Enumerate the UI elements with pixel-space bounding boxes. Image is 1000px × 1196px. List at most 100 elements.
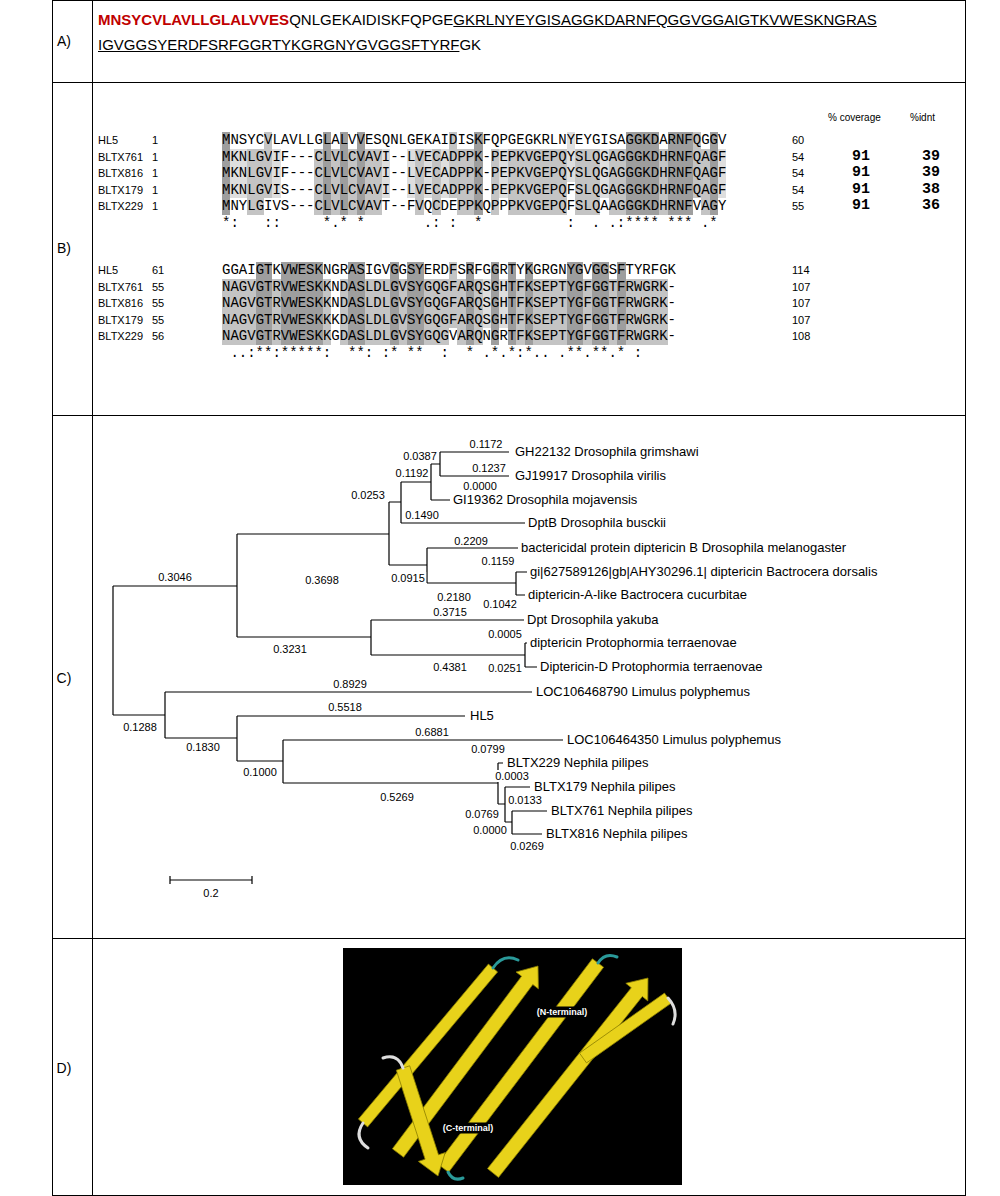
branch-length: 0.3698 xyxy=(304,574,340,586)
residue: G xyxy=(390,328,398,345)
residue: V xyxy=(264,182,272,199)
residue: S xyxy=(306,295,314,312)
residue: S xyxy=(575,198,583,215)
residue: Q xyxy=(592,165,600,182)
residue: F xyxy=(617,312,625,329)
residue: C xyxy=(256,132,264,149)
residue: N xyxy=(222,295,230,312)
residue: G xyxy=(634,182,642,199)
residue: H xyxy=(659,198,667,215)
taxon-label: GI19362 Drosophila mojavensis xyxy=(453,493,637,507)
residue: E xyxy=(499,165,507,182)
residue: G xyxy=(617,198,625,215)
residue: H xyxy=(499,279,507,296)
consensus-line: *: :: *.* * .: : * : . .:**** *** .* xyxy=(222,215,718,232)
table-value: 39 xyxy=(922,165,940,182)
residue: - xyxy=(298,182,306,199)
residue: R xyxy=(499,262,507,279)
residue: Q xyxy=(424,198,432,215)
residue: V xyxy=(247,312,255,329)
residue: Y xyxy=(567,132,575,149)
residue: S xyxy=(281,182,289,199)
residue: G xyxy=(491,312,499,329)
tree-branch xyxy=(113,692,563,834)
branch-length: 0.3715 xyxy=(432,606,468,618)
residue: D xyxy=(651,165,659,182)
residue: G xyxy=(710,165,718,182)
residue: R xyxy=(668,182,676,199)
residue: G xyxy=(314,132,322,149)
branch-length: 0.0799 xyxy=(470,743,506,755)
residue: G xyxy=(508,132,516,149)
residue: F xyxy=(617,262,625,279)
beta-strand xyxy=(488,978,649,1177)
residue: I xyxy=(272,182,280,199)
alignment-label: 54 xyxy=(792,182,804,199)
residue: Q xyxy=(558,165,566,182)
taxon-label: Dpt Drosophila yakuba xyxy=(527,613,659,627)
residue: R xyxy=(626,328,634,345)
residue: Q xyxy=(693,132,701,149)
residue: K xyxy=(474,165,482,182)
residue: P xyxy=(457,182,465,199)
residue: K xyxy=(323,328,331,345)
sequence-text: QNLGEKAIDISKFQPGE xyxy=(289,11,453,28)
residue: P xyxy=(508,165,516,182)
residue: - xyxy=(306,198,314,215)
residue: - xyxy=(668,328,676,345)
residue: A xyxy=(365,165,373,182)
residue: - xyxy=(390,182,398,199)
residue: N xyxy=(222,328,230,345)
residue: Q xyxy=(474,295,482,312)
residue: G xyxy=(399,262,407,279)
residue: R xyxy=(466,312,474,329)
residue: M xyxy=(222,165,230,182)
taxon-label: diptericin Protophormia terraenovae xyxy=(530,636,737,650)
residue: Y xyxy=(415,262,423,279)
residue: - xyxy=(289,182,297,199)
residue: D xyxy=(373,328,381,345)
residue: N xyxy=(239,149,247,166)
residue: V xyxy=(525,165,533,182)
residue: G xyxy=(634,198,642,215)
residue: V xyxy=(357,198,365,215)
residue: T xyxy=(558,312,566,329)
residue: G xyxy=(592,132,600,149)
branch-length: 0.1237 xyxy=(471,462,507,474)
residue: A xyxy=(432,132,440,149)
residue: S xyxy=(357,262,365,279)
row-divider xyxy=(53,83,966,939)
residue: T xyxy=(558,279,566,296)
alignment-label: BLTX229 xyxy=(98,198,143,215)
residue: E xyxy=(298,328,306,345)
residue: N xyxy=(222,312,230,329)
residue: K xyxy=(272,262,280,279)
residue: G xyxy=(239,279,247,296)
residue: G xyxy=(390,262,398,279)
residue: K xyxy=(642,165,650,182)
residue: P xyxy=(466,165,474,182)
residue: S xyxy=(357,312,365,329)
residue: S xyxy=(357,279,365,296)
residue: G xyxy=(592,328,600,345)
loop xyxy=(668,998,675,1024)
residue: L xyxy=(365,328,373,345)
taxon-label: LOC106464350 Limulus polyphemus xyxy=(567,733,781,747)
residue: N xyxy=(331,295,339,312)
alignment-label: 108 xyxy=(792,328,810,345)
residue: G xyxy=(600,149,608,166)
residue: S xyxy=(306,279,314,296)
branch-length: 0.1172 xyxy=(469,438,504,450)
terminus-label: (C-terminal) xyxy=(441,1123,496,1134)
residue: S xyxy=(575,165,583,182)
table-value: 91 xyxy=(852,165,870,182)
residue: - xyxy=(289,149,297,166)
residue: G xyxy=(600,312,608,329)
residue: I xyxy=(382,165,390,182)
residue: V xyxy=(525,149,533,166)
residue: Q xyxy=(491,132,499,149)
residue: F xyxy=(617,328,625,345)
taxon-label: GH22132 Drosophila grimshawi xyxy=(515,445,699,459)
residue: F xyxy=(718,149,726,166)
residue: K xyxy=(533,132,541,149)
